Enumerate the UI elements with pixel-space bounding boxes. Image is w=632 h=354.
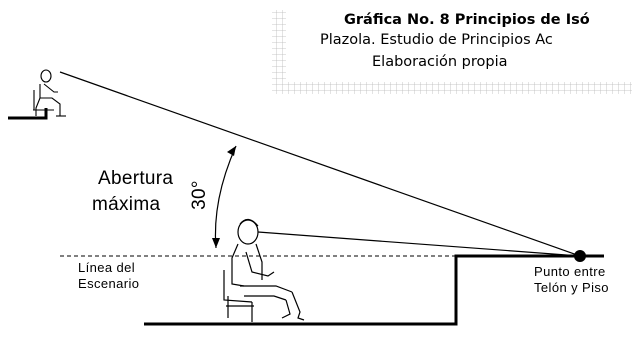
stage-line-label-line1: Línea del: [78, 260, 136, 275]
main-viewer-figure: [223, 218, 305, 322]
upper-balcony-step: [8, 108, 48, 120]
caption-title: Gráfica No. 8 Principios de Isó: [344, 12, 590, 28]
aperture-label-line1: Abertura: [98, 168, 174, 189]
caption-grid-backdrop: [272, 10, 632, 94]
figure-caption: Gráfica No. 8 Principios de Isó Plazola.…: [272, 10, 632, 94]
stage-line-label-line2: Escenario: [78, 276, 140, 291]
point-label-line1: Punto entre: [534, 264, 606, 279]
caption-credit: Elaboración propia: [372, 54, 508, 70]
focal-point: [574, 250, 586, 262]
upper-viewer-figure: [33, 69, 66, 117]
point-label-line2: Telón y Piso: [534, 280, 609, 295]
aperture-arc: [212, 145, 237, 249]
lower-sight-line: [257, 231, 581, 257]
caption-source: Plazola. Estudio de Principios Ac: [320, 32, 553, 48]
aperture-label-line2: máxima: [92, 194, 161, 215]
stage-floor-profile: [144, 254, 604, 326]
upper-sight-line: [59, 71, 581, 257]
angle-label: 30°: [189, 180, 210, 210]
